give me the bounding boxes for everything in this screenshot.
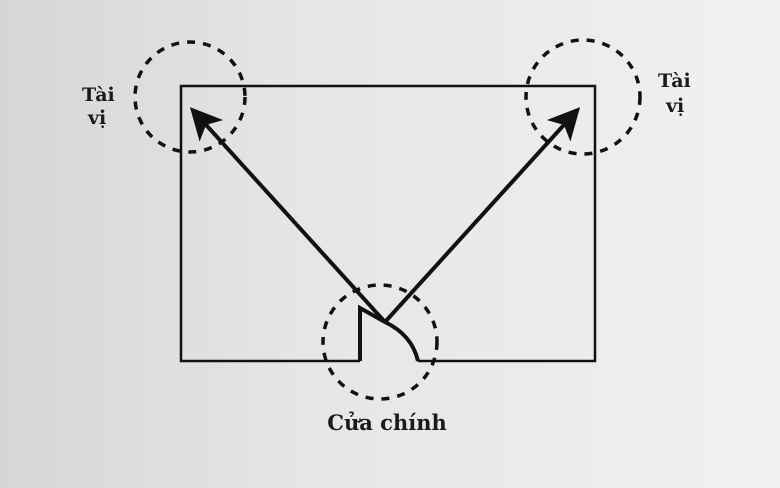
right-dashed-circle — [524, 38, 642, 156]
label-door: Cửa chính — [327, 410, 446, 435]
door-dashed-circle — [321, 283, 439, 401]
room-outline — [179, 84, 597, 363]
label-left-bottom: vị — [87, 107, 106, 129]
arrow-right — [383, 107, 581, 324]
label-right-bottom: vị — [665, 95, 684, 117]
door-frame — [358, 304, 386, 361]
arrow-left — [189, 107, 387, 324]
label-left-top: Tài — [82, 84, 115, 106]
door-swing-arc — [384, 320, 420, 362]
left-dashed-circle — [133, 40, 247, 154]
label-right-top: Tài — [658, 70, 691, 92]
